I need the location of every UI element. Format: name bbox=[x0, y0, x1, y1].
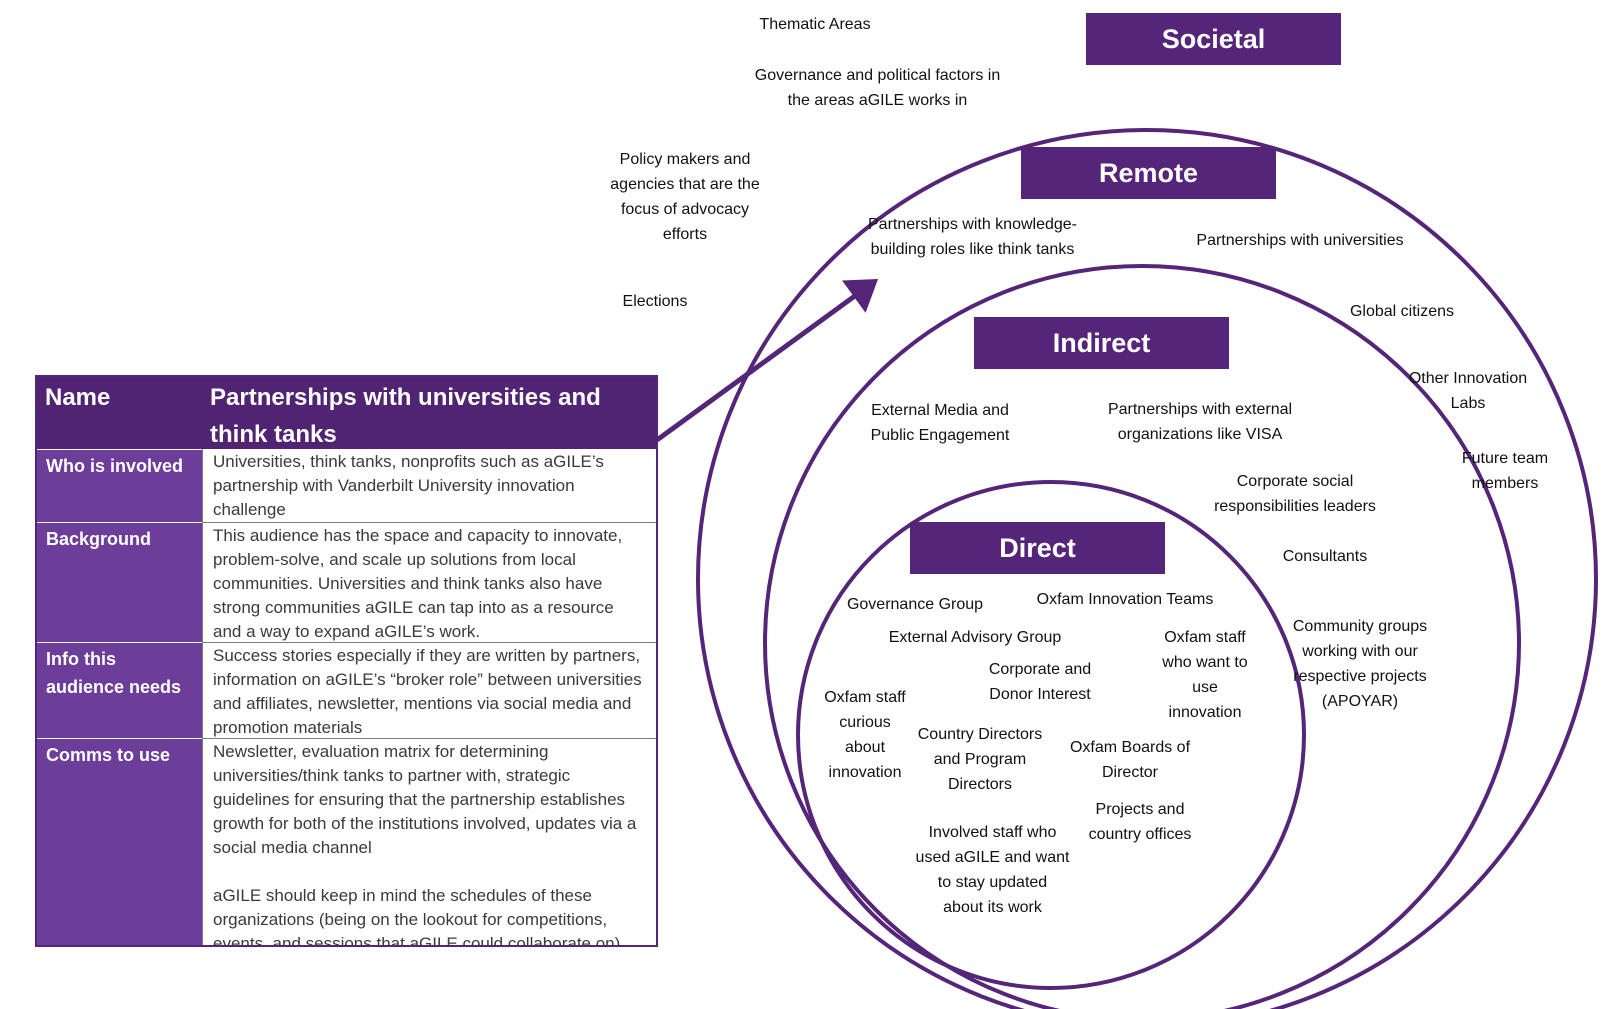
row-key-who-involved: Who is involved bbox=[37, 449, 202, 522]
direct-ring bbox=[796, 480, 1306, 990]
label-future-team: Future team members bbox=[1461, 450, 1549, 492]
direct-title: Direct bbox=[910, 522, 1165, 574]
label-governance-political: Governance and political factors in the … bbox=[754, 67, 1001, 109]
societal-title: Societal bbox=[1086, 13, 1341, 65]
label-policy-makers: Policy makers and agencies that are the … bbox=[610, 151, 760, 243]
label-elections: Elections bbox=[622, 293, 688, 310]
label-external-media: External Media and Public Engagement bbox=[870, 402, 1010, 444]
label-other-labs: Other Innovation Labs bbox=[1408, 370, 1528, 412]
label-country-directors: Country Directors and Program Directors bbox=[917, 726, 1043, 793]
label-thematic-areas: Thematic Areas bbox=[759, 16, 871, 33]
remote-ring bbox=[696, 128, 1598, 1009]
label-consultants: Consultants bbox=[1282, 548, 1368, 565]
row-value-background: This audience has the space and capacity… bbox=[202, 522, 656, 642]
remote-title: Remote bbox=[1021, 147, 1276, 199]
label-projects-offices: Projects and country offices bbox=[1088, 801, 1192, 843]
label-staff-curious: Oxfam staff curious about innovation bbox=[824, 689, 906, 781]
label-staff-want: Oxfam staff who want to use innovation bbox=[1162, 629, 1248, 721]
audience-profile-table: Name Partnerships with universities and … bbox=[35, 375, 658, 947]
indirect-title: Indirect bbox=[974, 317, 1229, 369]
label-involved-staff: Involved staff who used aGILE and want t… bbox=[915, 824, 1070, 916]
row-value-comms: Newsletter, evaluation matrix for determ… bbox=[202, 738, 656, 945]
label-global-citizens: Global citizens bbox=[1349, 303, 1455, 320]
label-corporate-donor: Corporate and Donor Interest bbox=[988, 661, 1092, 703]
label-csr-leaders: Corporate social responsibilities leader… bbox=[1214, 473, 1376, 515]
label-community-groups: Community groups working with our respec… bbox=[1292, 618, 1428, 710]
label-advisory-group: External Advisory Group bbox=[888, 629, 1062, 646]
row-key-comms: Comms to use bbox=[37, 738, 202, 945]
row-key-info-needs: Info this audience needs bbox=[37, 642, 202, 738]
table-header-value: Partnerships with universities and think… bbox=[202, 377, 656, 449]
label-universities: Partnerships with universities bbox=[1196, 232, 1404, 249]
label-innovation-teams: Oxfam Innovation Teams bbox=[1036, 591, 1214, 608]
row-value-who-involved: Universities, think tanks, nonprofits su… bbox=[202, 449, 656, 522]
label-external-orgs: Partnerships with external organizations… bbox=[1107, 401, 1293, 443]
label-governance-group: Governance Group bbox=[846, 596, 984, 613]
label-boards: Oxfam Boards of Director bbox=[1069, 739, 1191, 781]
row-value-info-needs: Success stories especially if they are w… bbox=[202, 642, 656, 738]
indirect-ring bbox=[763, 264, 1521, 1009]
pointer-arrow bbox=[655, 279, 879, 443]
row-key-background: Background bbox=[37, 522, 202, 642]
table-header-name: Name bbox=[37, 377, 202, 449]
label-knowledge-partnerships: Partnerships with knowledge- building ro… bbox=[868, 216, 1077, 258]
